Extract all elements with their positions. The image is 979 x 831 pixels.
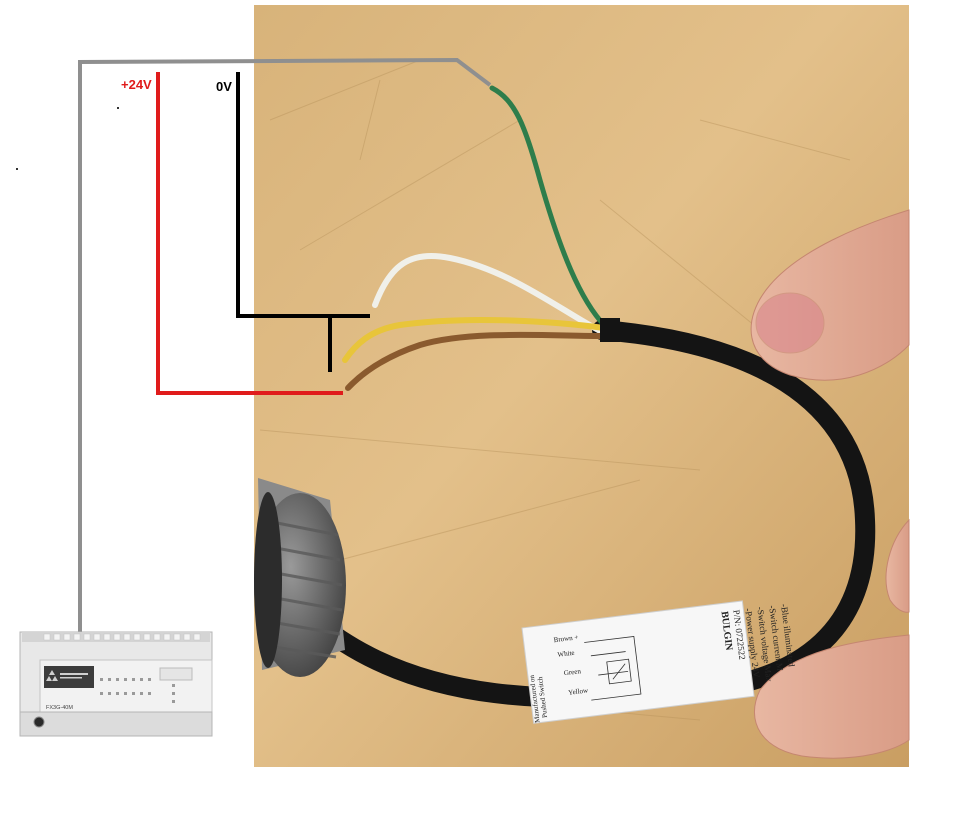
threaded-connector bbox=[254, 478, 346, 677]
cable-end bbox=[600, 318, 620, 342]
positive-voltage-label: +24V bbox=[121, 77, 152, 92]
plc-model-text: FX3G-40M bbox=[46, 705, 73, 711]
wiring-overlay bbox=[78, 57, 492, 640]
hand bbox=[750, 209, 910, 759]
sensor-cable bbox=[310, 320, 876, 708]
brand-text: BULGIN bbox=[719, 611, 735, 652]
bottom-terminal-block bbox=[19, 711, 213, 737]
status-leds bbox=[100, 678, 175, 703]
mitsubishi-logo-icon bbox=[46, 670, 88, 681]
sensor-photo: BULGIN P/N: 0722522 -Power supply 24V -S… bbox=[254, 5, 910, 767]
sensor-label: BULGIN P/N: 0722522 -Power supply 24V -S… bbox=[521, 600, 797, 724]
positive-wire bbox=[156, 72, 343, 395]
ground-wire bbox=[236, 72, 370, 318]
wire-key-text: Yellow bbox=[568, 686, 590, 696]
stray-dot bbox=[117, 107, 119, 109]
schematic-icon bbox=[584, 635, 642, 701]
terminal-row bbox=[43, 633, 201, 641]
wire-key-text: White bbox=[557, 649, 575, 659]
plc-display bbox=[159, 667, 193, 681]
sensor-wires bbox=[342, 85, 608, 391]
port-icon bbox=[33, 716, 45, 728]
stray-dot bbox=[16, 168, 18, 170]
plc-unit: FX3G-40M bbox=[19, 631, 213, 737]
wire-key-text: Brown + bbox=[553, 633, 579, 644]
wire-key-text: Green bbox=[563, 667, 581, 677]
signal-wire bbox=[78, 57, 492, 640]
ground-voltage-label: 0V bbox=[216, 79, 232, 94]
